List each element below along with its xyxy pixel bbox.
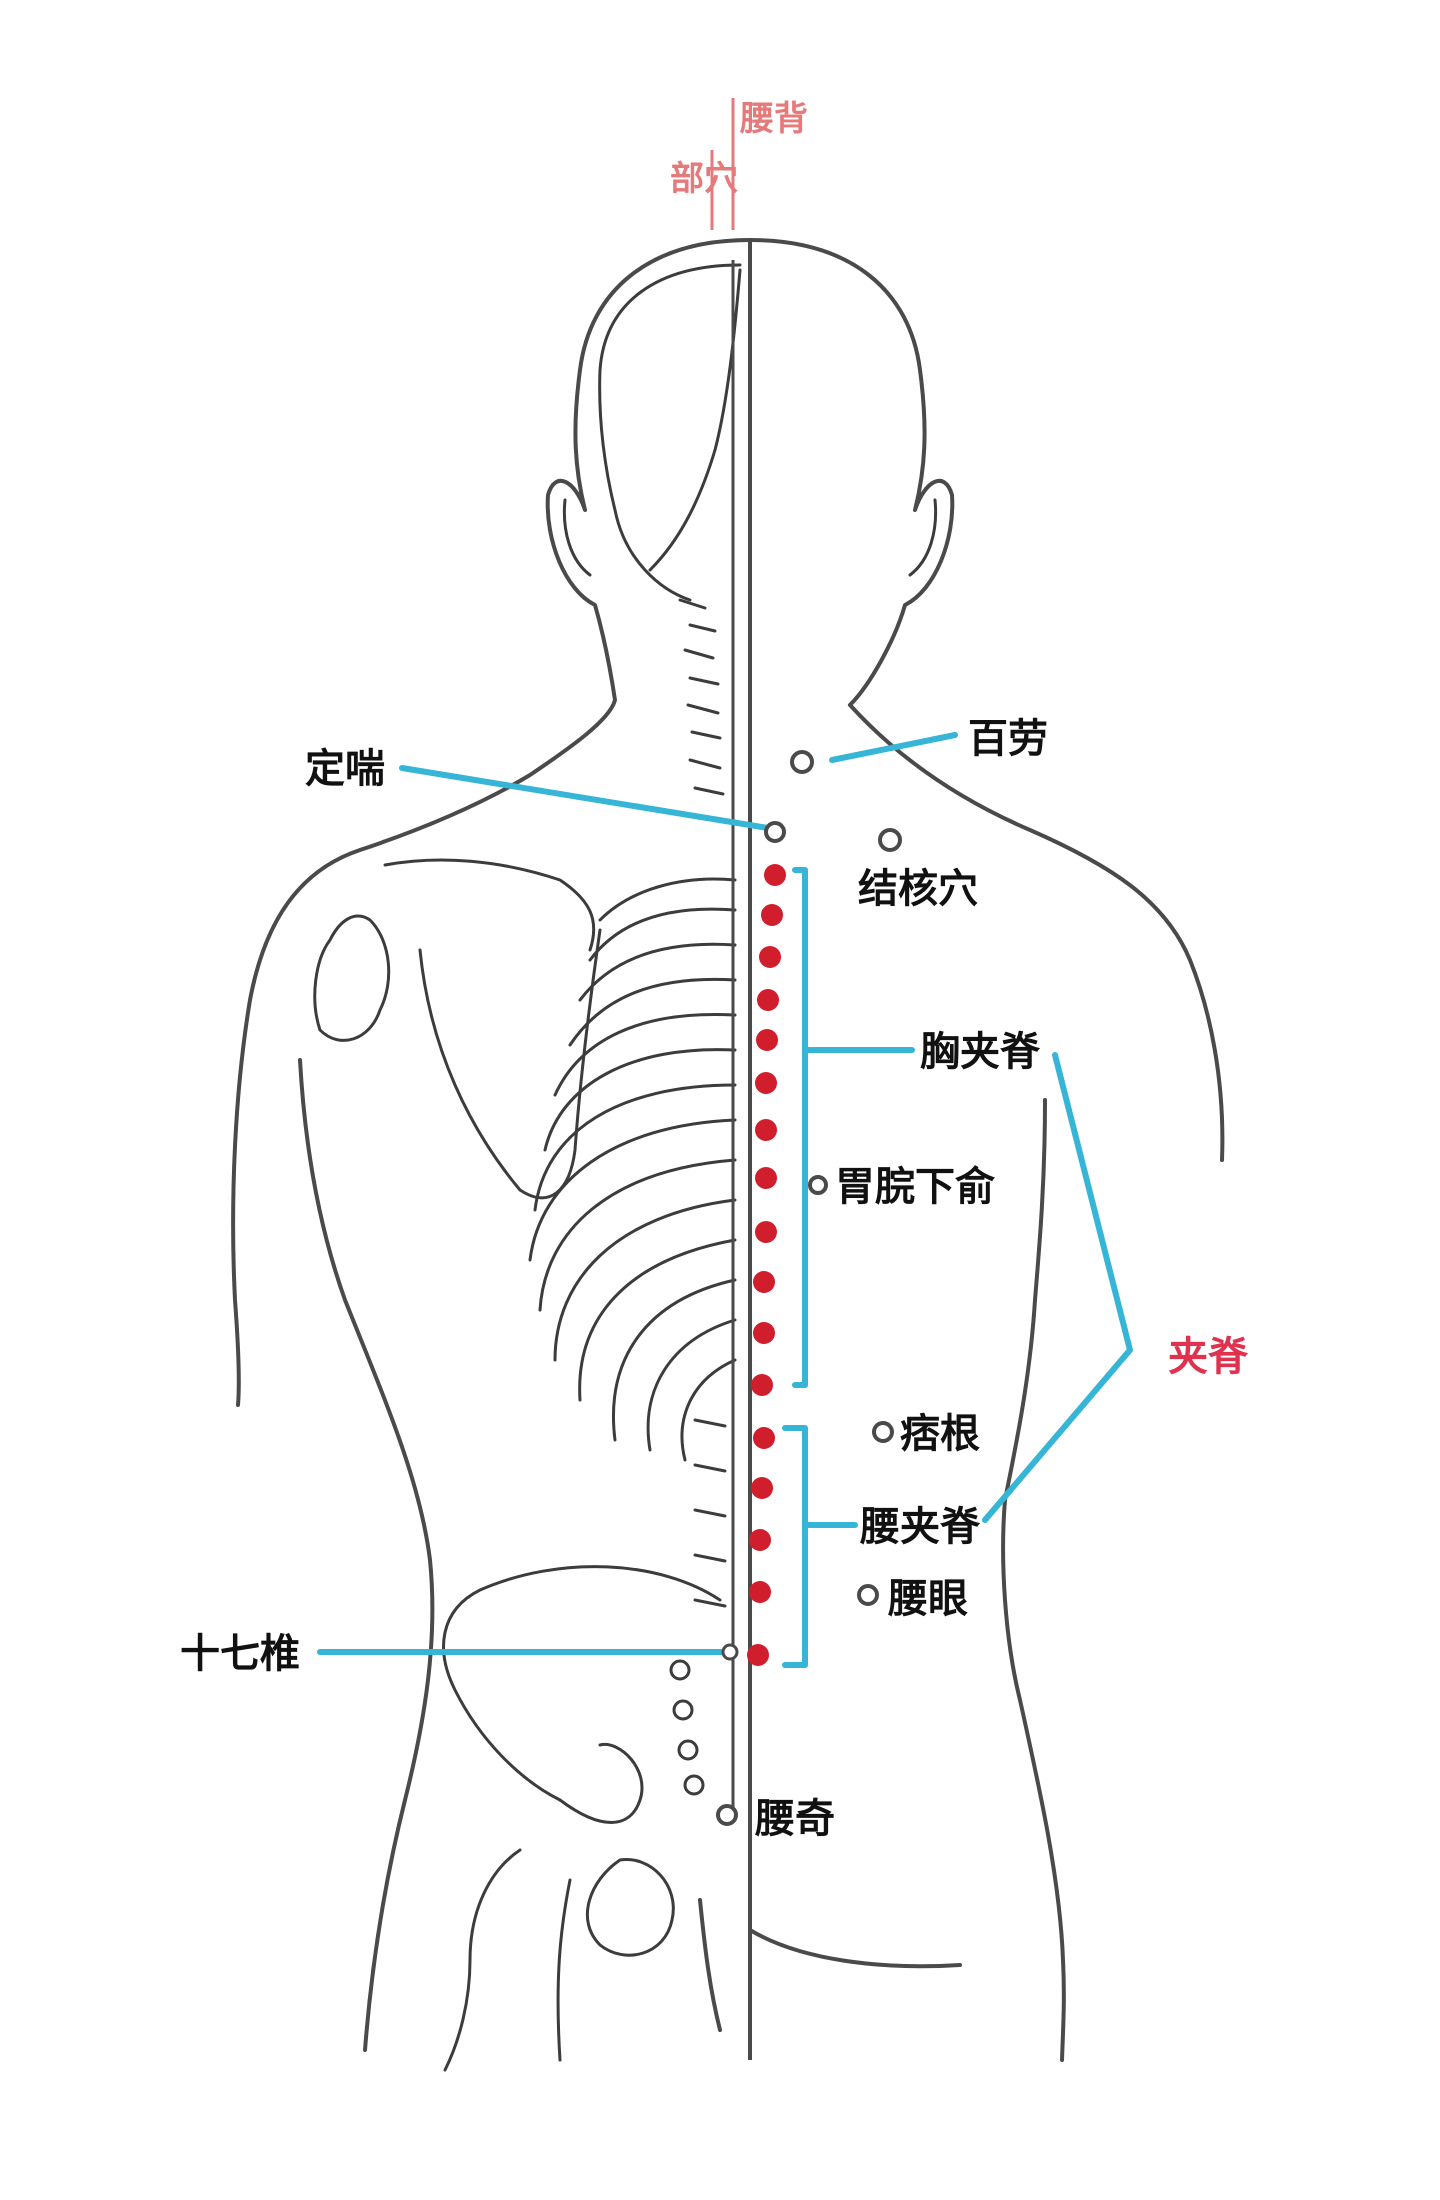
- point-marker-yaoyan: [857, 1584, 879, 1606]
- hollow-points: [716, 750, 902, 1826]
- label-weiwanxiashu: 胃脘下俞: [835, 1164, 996, 1210]
- jiaji-dot: [751, 1477, 773, 1499]
- jiaji-dot: [753, 1322, 775, 1344]
- jiaji-dot: [751, 1374, 773, 1396]
- seal-stamp: 腰背 部穴: [670, 98, 808, 230]
- label-jiaji: 夹脊: [1168, 1334, 1249, 1380]
- jiaji-dot: [756, 1029, 778, 1051]
- jiaji-dot: [749, 1529, 771, 1551]
- jiaji-dot: [757, 989, 779, 1011]
- jiaji-dot: [753, 1271, 775, 1293]
- ribs: [528, 877, 737, 1462]
- jiaji-dot: [761, 904, 783, 926]
- seal-text-bottom: 部穴: [670, 159, 738, 199]
- label-xiongjiaji: 胸夹脊: [920, 1029, 1041, 1075]
- labels: 百劳 定喘 结核穴 胸夹脊 胃脘下俞 夹脊 痞根 腰夹脊 腰眼 十七椎 腰奇: [180, 716, 1249, 1842]
- seal-text-top: 腰背: [740, 99, 808, 139]
- leader-lines: [317, 732, 1133, 1668]
- point-marker-shiqizhui: [721, 1643, 739, 1661]
- jiaji-dot: [755, 1221, 777, 1243]
- point-marker-dingchuan: [764, 821, 786, 843]
- jiaji-dot: [755, 1167, 777, 1189]
- jiaji-dots: [747, 864, 786, 1666]
- body-outline: [231, 238, 1225, 2062]
- label-shiqizhui: 十七椎: [180, 1631, 300, 1677]
- label-yaojiaji: 腰夹脊: [859, 1504, 981, 1550]
- point-marker-weiwanxiashu: [808, 1175, 828, 1195]
- label-pigen: 痞根: [900, 1411, 980, 1457]
- jiaji-dot: [755, 1119, 777, 1141]
- point-marker-pigen: [872, 1421, 894, 1443]
- jiaji-dot: [764, 864, 786, 886]
- skeleton-left: [313, 263, 742, 2072]
- jiaji-dot: [755, 1072, 777, 1094]
- jiaji-dot: [753, 1427, 775, 1449]
- label-yaoqi: 腰奇: [754, 1796, 835, 1842]
- jiaji-dot: [749, 1581, 771, 1603]
- label-jiehexue: 结核穴: [858, 866, 978, 912]
- label-dingchuan: 定喘: [305, 746, 385, 792]
- point-marker-yaoqi: [716, 1804, 738, 1826]
- jiaji-dot: [747, 1644, 769, 1666]
- label-bailao: 百劳: [968, 716, 1048, 762]
- point-marker-jiehexue: [878, 828, 902, 852]
- point-marker-bailao: [790, 750, 814, 774]
- jiaji-dot: [759, 946, 781, 968]
- label-yaoyan: 腰眼: [887, 1576, 968, 1622]
